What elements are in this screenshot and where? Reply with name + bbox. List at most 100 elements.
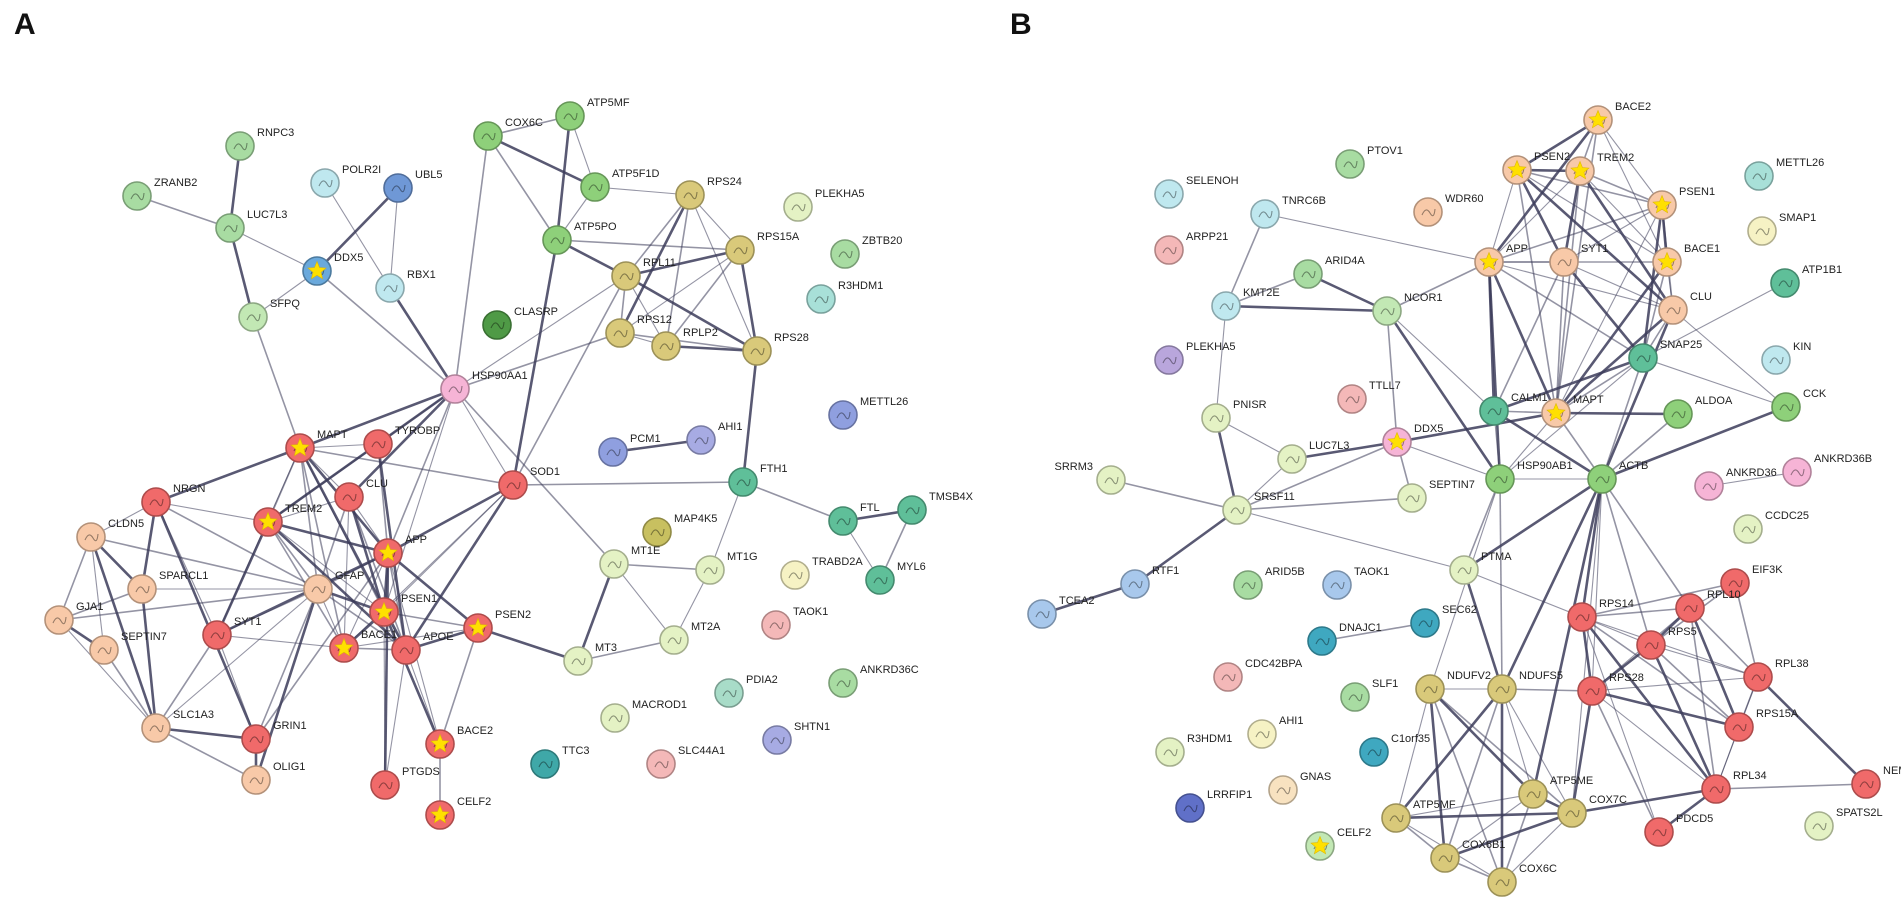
node-a-zranb2[interactable]: ZRANB2 — [122, 177, 197, 211]
node-a-mapt[interactable]: MAPT — [285, 429, 348, 463]
node-a-macrod1[interactable]: MACROD1 — [600, 699, 687, 733]
node-a-mt1g[interactable]: MT1G — [695, 551, 758, 585]
node-a-ptgds[interactable]: PTGDS — [370, 766, 440, 800]
node-a-celf2[interactable]: CELF2 — [425, 796, 491, 830]
node-b-slf1[interactable]: SLF1 — [1340, 678, 1398, 712]
node-a-mt2a[interactable]: MT2A — [659, 621, 721, 655]
node-b-arid5b[interactable]: ARID5B — [1233, 566, 1305, 600]
node-b-syt1[interactable]: SYT1 — [1549, 243, 1609, 277]
node-b-cox7c[interactable]: COX7C — [1557, 794, 1627, 828]
node-b-rpl38[interactable]: RPL38 — [1743, 658, 1809, 692]
node-b-snap25[interactable]: SNAP25 — [1628, 339, 1702, 373]
node-b-ankrd36b[interactable]: ANKRD36B — [1782, 453, 1872, 487]
node-a-bace2[interactable]: BACE2 — [425, 725, 493, 759]
node-b-psen1[interactable]: PSEN1 — [1647, 186, 1715, 220]
node-b-septin7[interactable]: SEPTIN7 — [1397, 479, 1475, 513]
node-b-rps28[interactable]: RPS28 — [1577, 672, 1644, 706]
node-b-plekha5[interactable]: PLEKHA5 — [1154, 341, 1236, 375]
node-b-atp1b1[interactable]: ATP1B1 — [1770, 264, 1842, 298]
node-b-celf2[interactable]: CELF2 — [1305, 827, 1371, 861]
node-a-atp5mf[interactable]: ATP5MF — [555, 97, 630, 131]
node-a-luc7l3[interactable]: LUC7L3 — [215, 209, 287, 243]
node-b-bace1[interactable]: BACE1 — [1652, 243, 1720, 277]
node-b-actb[interactable]: ACTB — [1587, 460, 1648, 494]
node-b-dnajc1[interactable]: DNAJC1 — [1307, 622, 1382, 656]
node-a-gfap[interactable]: GFAP — [303, 570, 364, 604]
node-a-pcm1[interactable]: PCM1 — [598, 433, 661, 467]
node-a-mettl26[interactable]: METTL26 — [828, 396, 908, 430]
node-b-luc7l3[interactable]: LUC7L3 — [1277, 440, 1349, 474]
node-b-ahi1[interactable]: AHI1 — [1247, 715, 1303, 749]
node-b-lrrfip1[interactable]: LRRFIP1 — [1175, 789, 1252, 823]
node-a-olig1[interactable]: OLIG1 — [241, 761, 305, 795]
node-a-clu[interactable]: CLU — [334, 478, 388, 512]
node-b-app[interactable]: APP — [1474, 243, 1528, 277]
node-a-ftl[interactable]: FTL — [828, 502, 880, 536]
node-a-rps12[interactable]: RPS12 — [605, 314, 672, 348]
node-a-sfpq[interactable]: SFPQ — [238, 298, 300, 332]
node-b-arpp21[interactable]: ARPP21 — [1154, 231, 1228, 265]
node-a-sparcl1[interactable]: SPARCL1 — [127, 570, 208, 604]
node-b-nemf[interactable]: NEMF — [1851, 765, 1901, 799]
node-b-cox6b1[interactable]: COX6B1 — [1430, 839, 1505, 873]
node-b-cck[interactable]: CCK — [1771, 388, 1827, 422]
node-b-tcea2[interactable]: TCEA2 — [1027, 595, 1094, 629]
node-b-taok1[interactable]: TAOK1 — [1322, 566, 1389, 600]
node-b-ankrd36[interactable]: ANKRD36 — [1694, 467, 1777, 501]
node-a-polr2i[interactable]: POLR2I — [310, 164, 381, 198]
node-a-syt1[interactable]: SYT1 — [202, 616, 262, 650]
node-a-atp5po[interactable]: ATP5PO — [542, 221, 617, 255]
node-a-rbx1[interactable]: RBX1 — [375, 269, 436, 303]
node-b-trem2[interactable]: TREM2 — [1565, 152, 1634, 186]
node-a-rplp2[interactable]: RPLP2 — [651, 327, 718, 361]
node-b-wdr60[interactable]: WDR60 — [1413, 193, 1484, 227]
node-b-arid4a[interactable]: ARID4A — [1293, 255, 1365, 289]
node-b-atp5me[interactable]: ATP5ME — [1518, 775, 1593, 809]
node-b-ncor1[interactable]: NCOR1 — [1372, 292, 1443, 326]
node-b-ptma[interactable]: PTMA — [1449, 551, 1512, 585]
node-b-rps5[interactable]: RPS5 — [1636, 626, 1697, 660]
node-a-rps24[interactable]: RPS24 — [675, 176, 742, 210]
node-b-pnisr[interactable]: PNISR — [1201, 399, 1267, 433]
node-b-rpl34[interactable]: RPL34 — [1701, 770, 1767, 804]
node-a-slc1a3[interactable]: SLC1A3 — [141, 709, 214, 743]
node-b-ddx5[interactable]: DDX5 — [1382, 423, 1443, 457]
node-a-rps15a[interactable]: RPS15A — [725, 231, 800, 265]
node-a-ttc3[interactable]: TTC3 — [530, 745, 590, 779]
node-b-rps14[interactable]: RPS14 — [1567, 598, 1634, 632]
node-a-nrgn[interactable]: NRGN — [141, 483, 205, 517]
node-a-fth1[interactable]: FTH1 — [728, 463, 788, 497]
node-b-ptov1[interactable]: PTOV1 — [1335, 145, 1403, 179]
node-a-zbtb20[interactable]: ZBTB20 — [830, 235, 902, 269]
node-a-taok1[interactable]: TAOK1 — [761, 606, 828, 640]
node-b-atp5mf[interactable]: ATP5MF — [1381, 799, 1456, 833]
node-a-mt3[interactable]: MT3 — [563, 642, 617, 676]
node-b-bace2[interactable]: BACE2 — [1583, 101, 1651, 135]
node-b-rpl10[interactable]: RPL10 — [1675, 589, 1741, 623]
node-a-cox6c[interactable]: COX6C — [473, 117, 543, 151]
node-b-gnas[interactable]: GNAS — [1268, 771, 1331, 805]
node-b-ccdc25[interactable]: CCDC25 — [1733, 510, 1809, 544]
node-b-psen2[interactable]: PSEN2 — [1502, 151, 1570, 185]
node-a-map4k5[interactable]: MAP4K5 — [642, 513, 717, 547]
node-a-clasrp[interactable]: CLASRP — [482, 306, 558, 340]
node-b-kmt2e[interactable]: KMT2E — [1211, 287, 1280, 321]
node-a-hsp90aa1[interactable]: HSP90AA1 — [440, 370, 528, 404]
node-a-ahi1[interactable]: AHI1 — [686, 421, 742, 455]
node-b-ttll7[interactable]: TTLL7 — [1337, 380, 1401, 414]
node-a-ankrd36c[interactable]: ANKRD36C — [828, 664, 919, 698]
node-a-grin1[interactable]: GRIN1 — [241, 720, 307, 754]
node-a-atp5f1d[interactable]: ATP5F1D — [580, 168, 660, 202]
node-a-septin7[interactable]: SEPTIN7 — [89, 631, 167, 665]
node-a-psen1[interactable]: PSEN1 — [369, 593, 437, 627]
node-b-c1orf35[interactable]: C1orf35 — [1359, 733, 1430, 767]
node-a-tyrobp[interactable]: TYROBP — [363, 425, 440, 459]
node-a-tmsb4x[interactable]: TMSB4X — [897, 491, 974, 525]
node-b-mapt[interactable]: MAPT — [1541, 394, 1604, 428]
node-a-sod1[interactable]: SOD1 — [498, 466, 560, 500]
node-a-apoe[interactable]: APOE — [391, 631, 454, 665]
node-b-r3hdm1[interactable]: R3HDM1 — [1155, 733, 1232, 767]
node-b-cdc42bpa[interactable]: CDC42BPA — [1213, 658, 1303, 692]
node-b-aldoa[interactable]: ALDOA — [1663, 395, 1733, 429]
node-a-slc44a1[interactable]: SLC44A1 — [646, 745, 725, 779]
